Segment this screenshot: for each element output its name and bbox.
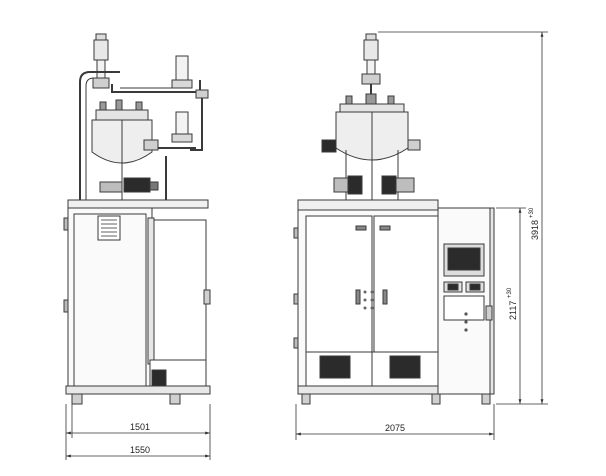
side-pumps bbox=[99, 177, 159, 193]
side-top-valve bbox=[92, 33, 110, 89]
side-vessel bbox=[91, 99, 159, 200]
front-pump-left bbox=[319, 355, 351, 379]
dim-total-height-tol: +30 bbox=[529, 207, 535, 218]
side-pipework bbox=[79, 55, 209, 200]
dim-total-height-group: 3918 +30 bbox=[529, 207, 540, 240]
dim-total-height: 3918 bbox=[530, 220, 540, 240]
dim-cabinet-height-group: 2117 +30 bbox=[507, 287, 518, 320]
hmi-screen bbox=[447, 247, 481, 271]
dim-side-depth-inner: 1501 bbox=[130, 422, 150, 432]
dim-cabinet-height-tol: +30 bbox=[507, 287, 513, 298]
dim-front-width: 2075 bbox=[385, 423, 405, 433]
front-door-right bbox=[373, 215, 439, 353]
side-view bbox=[63, 33, 211, 405]
front-top-frame bbox=[297, 199, 439, 211]
front-dimensions bbox=[295, 31, 548, 440]
front-cabinet bbox=[293, 209, 441, 405]
front-pumps bbox=[333, 175, 415, 195]
front-vessel bbox=[321, 93, 421, 200]
dim-cabinet-height: 2117 bbox=[508, 301, 518, 320]
side-dimensions bbox=[65, 404, 211, 460]
front-view bbox=[293, 33, 495, 405]
dim-side-depth-outer: 1550 bbox=[130, 445, 150, 455]
side-cabinet bbox=[63, 207, 211, 405]
front-control-cabinet bbox=[437, 207, 495, 405]
front-door-left bbox=[305, 215, 373, 353]
front-pump-right bbox=[389, 355, 421, 379]
side-top-frame bbox=[67, 199, 209, 209]
